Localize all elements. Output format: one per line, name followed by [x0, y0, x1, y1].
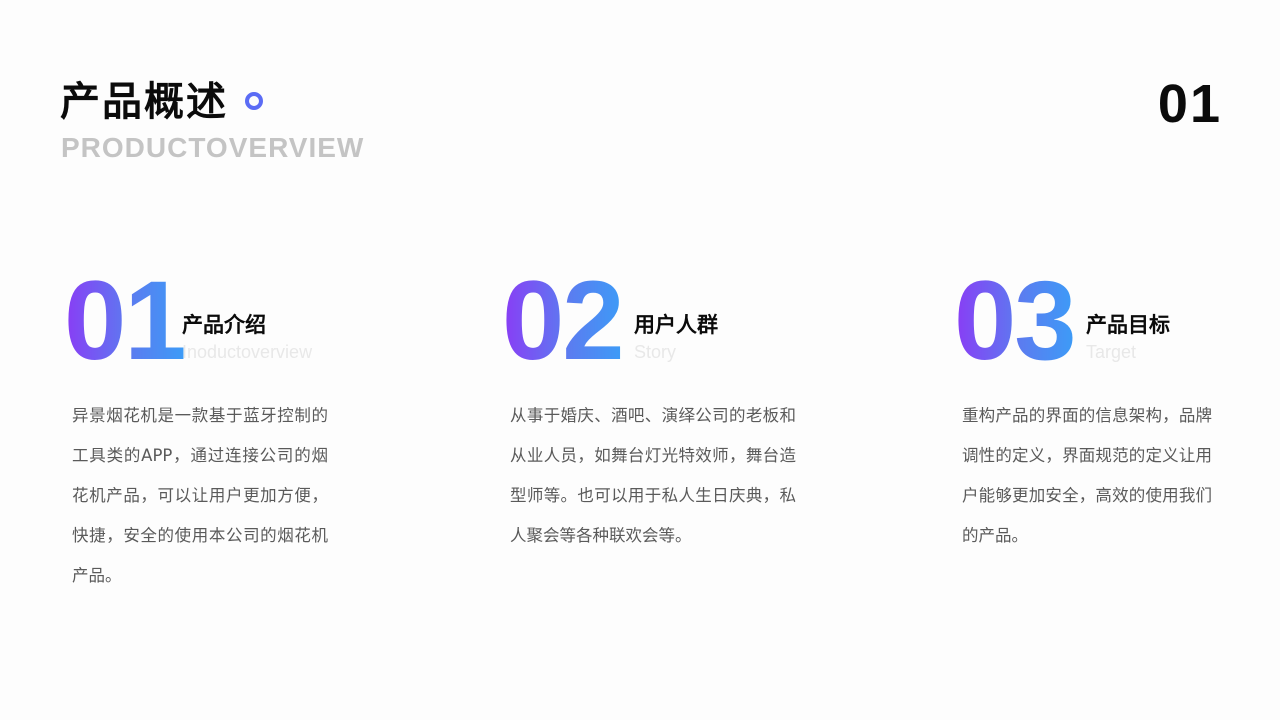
section-number: 02: [502, 258, 625, 383]
section-heading: 产品目标: [1086, 313, 1170, 337]
section-heading: 产品介绍: [182, 313, 266, 337]
page-number: 01: [1157, 74, 1222, 134]
section-body: 从事于婚庆、酒吧、演绎公司的老板和从业人员，如舞台灯光特效师，舞台造型师等。也可…: [510, 406, 796, 545]
section-english-label: Story: [634, 342, 677, 362]
page-title: 产品概述: [60, 79, 228, 125]
section-english-label: Inoductoverview: [182, 342, 313, 362]
section-heading: 用户人群: [634, 313, 718, 337]
title-dot-icon: [245, 92, 263, 110]
section-body: 重构产品的界面的信息架构，品牌调性的定义，界面规范的定义让用户能够更加安全，高效…: [962, 406, 1212, 545]
section-number: 03: [954, 258, 1077, 383]
section-body: 异景烟花机是一款基于蓝牙控制的工具类的APP，通过连接公司的烟花机产品，可以让用…: [72, 406, 328, 585]
page-subtitle: PRODUCTOVERVIEW: [61, 132, 365, 163]
section-english-label: Target: [1086, 342, 1137, 362]
section-number: 01: [64, 258, 187, 383]
